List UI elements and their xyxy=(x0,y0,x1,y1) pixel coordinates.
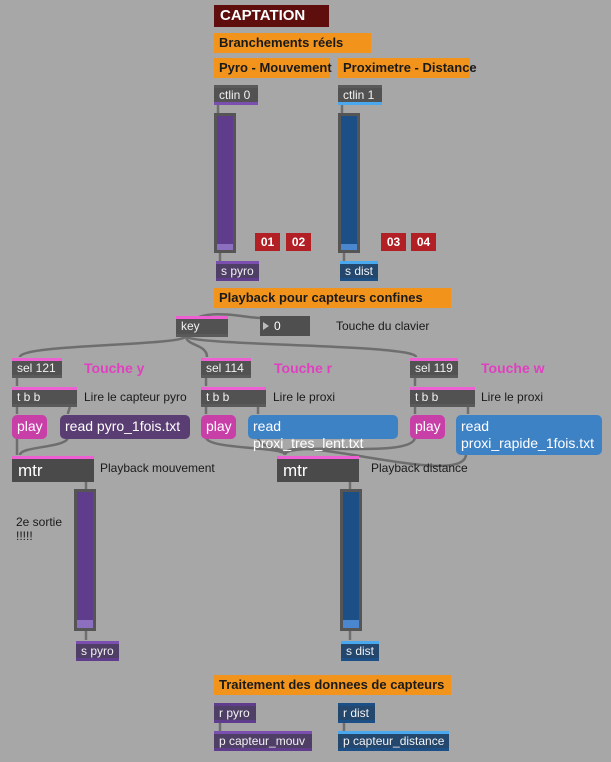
sel-121-object[interactable]: sel 121 xyxy=(12,358,62,378)
lire-pyro-label: Lire le capteur pyro xyxy=(84,390,187,404)
deuxieme-sortie-comment: 2e sortie !!!!! xyxy=(16,515,63,543)
distance-playback-slider[interactable] xyxy=(340,489,362,631)
pyro-playback-slider[interactable] xyxy=(74,489,96,631)
receive-pyro-object[interactable]: r pyro xyxy=(214,703,256,723)
ctlin-0-object[interactable]: ctlin 0 xyxy=(214,85,258,105)
header-branchements: Branchements réels xyxy=(214,33,371,53)
number-triangle-icon xyxy=(263,322,269,330)
play-message-3[interactable]: play xyxy=(410,415,445,439)
header-traitement: Traitement des donnees de capteurs xyxy=(214,675,451,695)
read-pyro-message[interactable]: read pyro_1fois.txt xyxy=(60,415,190,439)
send-pyro-object[interactable]: s pyro xyxy=(216,261,259,281)
trigger-tbb-2[interactable]: t b b xyxy=(201,387,266,407)
distance-slider[interactable] xyxy=(338,113,360,253)
preset-badge-02[interactable]: 02 xyxy=(286,233,311,251)
mtr-object-2[interactable]: mtr xyxy=(277,456,359,482)
touche-w-label: Touche w xyxy=(481,360,545,376)
header-playback: Playback pour capteurs confines xyxy=(214,288,451,308)
send-dist-object[interactable]: s dist xyxy=(340,261,378,281)
play-message-1[interactable]: play xyxy=(12,415,47,439)
number-value: 0 xyxy=(274,319,281,333)
pyro-slider[interactable] xyxy=(214,113,236,253)
playback-mouvement-label: Playback mouvement xyxy=(100,461,215,475)
trigger-tbb-1[interactable]: t b b xyxy=(12,387,77,407)
ctlin-1-object[interactable]: ctlin 1 xyxy=(338,85,382,105)
subpatcher-capteur-distance[interactable]: p capteur_distance xyxy=(338,731,449,751)
touche-clavier-label: Touche du clavier xyxy=(336,319,430,333)
sel-119-object[interactable]: sel 119 xyxy=(410,358,458,378)
page-title: CAPTATION xyxy=(214,5,329,27)
header-proxi: Proximetre - Distance xyxy=(338,58,477,78)
preset-badge-04[interactable]: 04 xyxy=(411,233,436,251)
playback-distance-label: Playback distance xyxy=(371,461,468,475)
send-dist-object-playback[interactable]: s dist xyxy=(341,641,379,661)
sel-114-object[interactable]: sel 114 xyxy=(201,358,251,378)
read-proxi-lent-message[interactable]: read proxi_tres_lent.txt xyxy=(248,415,398,451)
touche-r-label: Touche r xyxy=(274,360,333,376)
key-number-box[interactable]: 0 xyxy=(260,316,310,336)
lire-proxi-label-1: Lire le proxi xyxy=(273,390,336,404)
key-object[interactable]: key xyxy=(176,316,228,337)
preset-badge-01[interactable]: 01 xyxy=(255,233,280,251)
subpatcher-capteur-mouv[interactable]: p capteur_mouv xyxy=(214,731,312,751)
trigger-tbb-3[interactable]: t b b xyxy=(410,387,475,407)
receive-dist-object[interactable]: r dist xyxy=(338,703,375,723)
preset-badge-03[interactable]: 03 xyxy=(381,233,406,251)
lire-proxi-label-2: Lire le proxi xyxy=(481,390,544,404)
header-pyro: Pyro - Mouvement xyxy=(214,58,332,78)
play-message-2[interactable]: play xyxy=(201,415,236,439)
mtr-object-1[interactable]: mtr xyxy=(12,456,94,482)
send-pyro-object-playback[interactable]: s pyro xyxy=(76,641,119,661)
touche-y-label: Touche y xyxy=(84,360,145,376)
read-proxi-rapide-message[interactable]: read proxi_rapide_1fois.txt xyxy=(456,415,602,455)
